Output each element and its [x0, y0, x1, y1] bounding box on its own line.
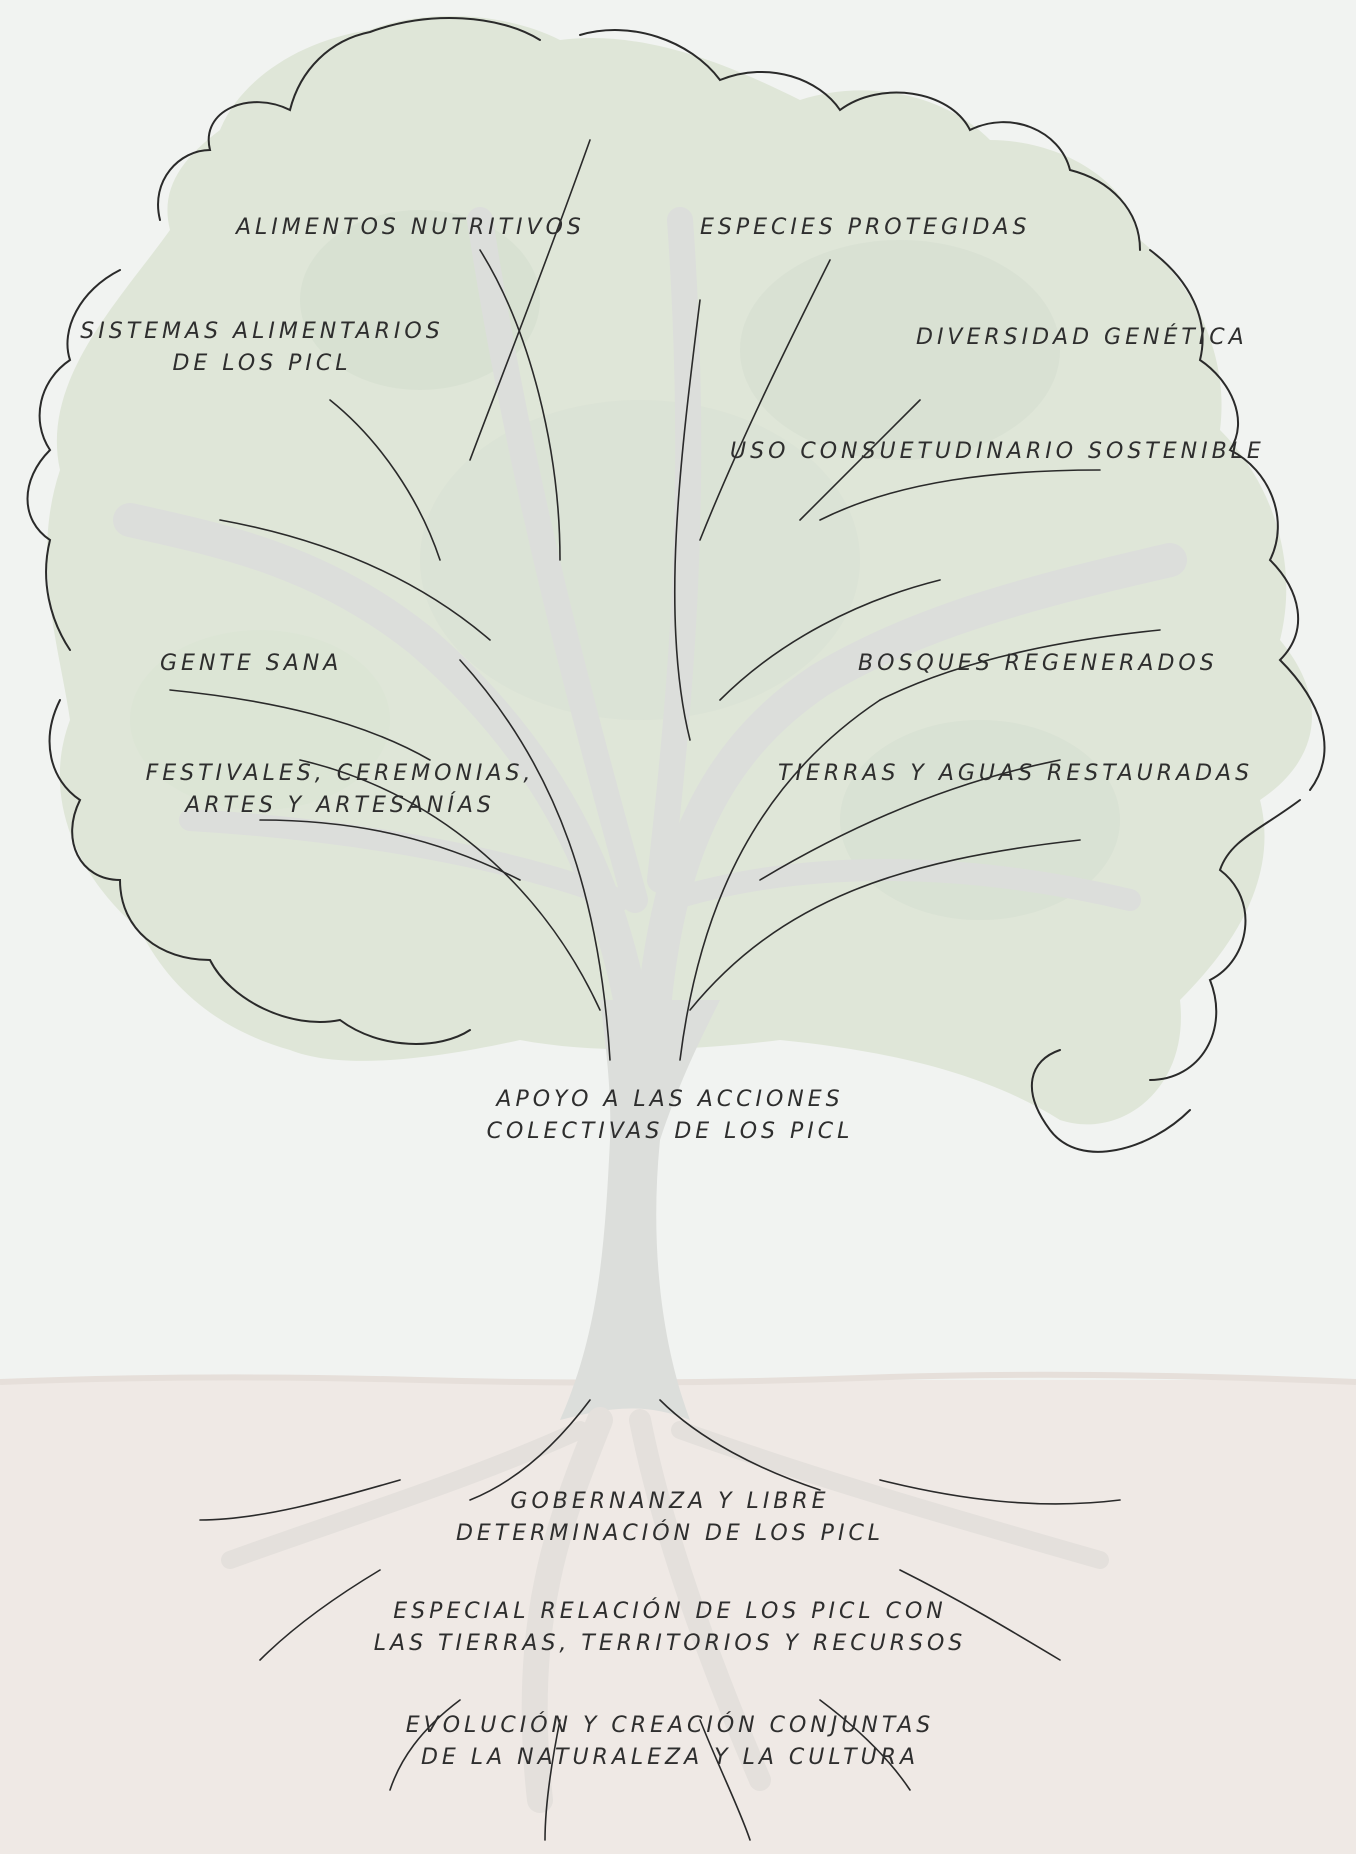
label-especial-line-2: LAS TIERRAS, TERRITORIOS Y RECURSOS: [373, 1631, 967, 1656]
label-festivales-line-1: FESTIVALES, CEREMONIAS,: [145, 761, 535, 786]
root-wash: [221, 1407, 1109, 1813]
branch-lines: [169, 139, 1161, 1061]
label-diversidad-genetica: DIVERSIDAD GENÉTICA: [916, 325, 1248, 350]
trunk: [560, 1000, 720, 1420]
label-sistemas-line-1: SISTEMAS ALIMENTARIOS: [80, 319, 444, 344]
label-uso-consuetudinario: USO CONSUETUDINARIO SOSTENIBLE: [730, 439, 1265, 464]
label-sistemas-alimentarios: SISTEMAS ALIMENTARIOS DE LOS PICL: [80, 316, 443, 380]
label-gobernanza: GOBERNANZA Y LIBRE DETERMINACIÓN DE LOS …: [456, 1486, 884, 1550]
label-evolucion: EVOLUCIÓN Y CREACIÓN CONJUNTAS DE LA NAT…: [406, 1710, 935, 1774]
label-sistemas-line-2: DE LOS PICL: [172, 351, 352, 376]
label-alimentos-nutritivos: ALIMENTOS NUTRITIVOS: [236, 215, 585, 240]
label-gobernanza-line-1: GOBERNANZA Y LIBRE: [510, 1489, 830, 1514]
label-especies-protegidas: ESPECIES PROTEGIDAS: [700, 215, 1031, 240]
label-apoyo-line-2: COLECTIVAS DE LOS PICL: [486, 1119, 854, 1144]
label-especial-line-1: ESPECIAL RELACIÓN DE LOS PICL CON: [393, 1599, 947, 1624]
label-apoyo-line-1: APOYO A LAS ACCIONES: [496, 1087, 844, 1112]
label-evolucion-line-1: EVOLUCIÓN Y CREACIÓN CONJUNTAS: [405, 1713, 935, 1738]
label-bosques-regenerados: BOSQUES REGENERADOS: [858, 651, 1218, 676]
label-festivales-line-2: ARTES Y ARTESANÍAS: [185, 793, 495, 818]
label-gente-sana: GENTE SANA: [160, 651, 343, 676]
limbs: [113, 207, 1187, 1077]
label-gobernanza-line-2: DETERMINACIÓN DE LOS PICL: [455, 1521, 885, 1546]
ground: [0, 1380, 1356, 1854]
label-evolucion-line-2: DE LA NATURALEZA Y LA CULTURA: [420, 1745, 920, 1770]
root-lines: [199, 1399, 1121, 1841]
label-especial-relacion: ESPECIAL RELACIÓN DE LOS PICL CON LAS TI…: [374, 1596, 966, 1660]
label-apoyo-acciones: APOYO A LAS ACCIONES COLECTIVAS DE LOS P…: [487, 1084, 854, 1148]
canopy-outline: [26, 17, 1326, 1153]
label-festivales: FESTIVALES, CEREMONIAS, ARTES Y ARTESANÍ…: [146, 758, 535, 822]
label-tierras-aguas: TIERRAS Y AGUAS RESTAURADAS: [778, 761, 1254, 786]
